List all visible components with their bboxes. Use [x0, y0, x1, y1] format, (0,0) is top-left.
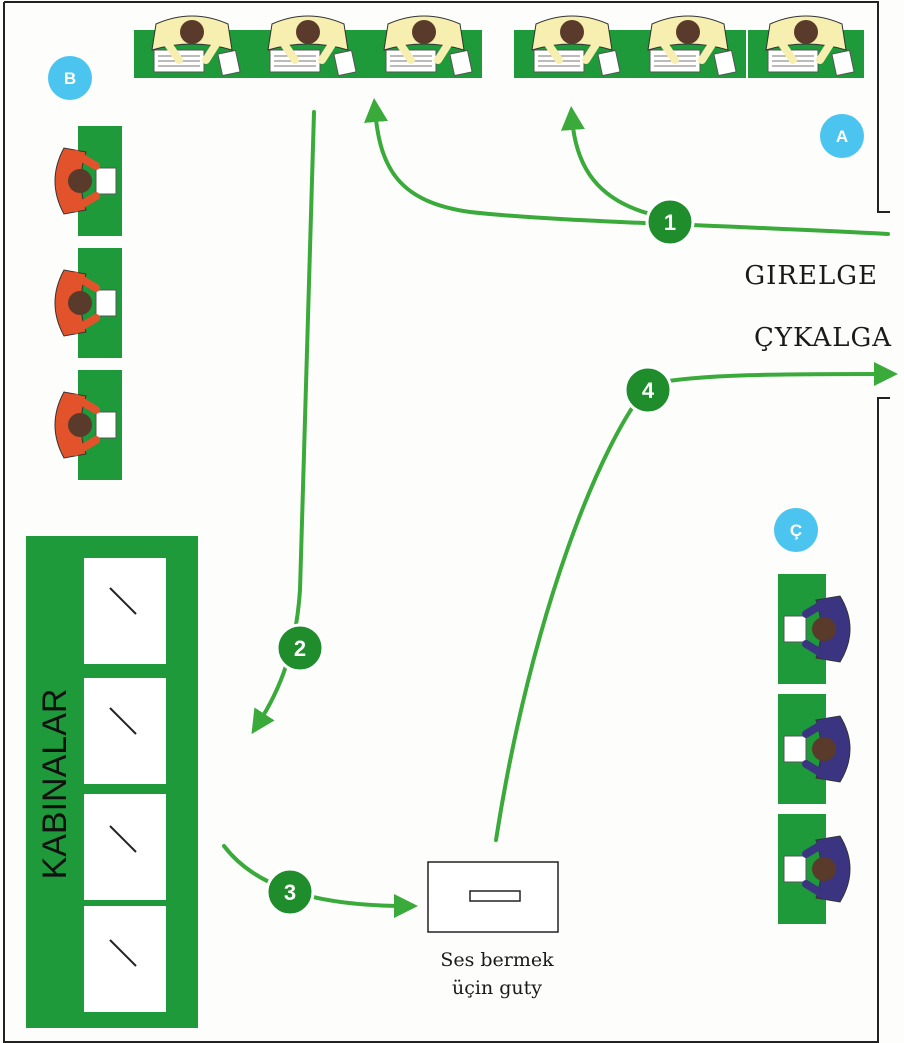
entrance-label: GIRELGE: [744, 261, 878, 291]
room-walls: [3, 1, 890, 1043]
officials-column-b: [55, 126, 122, 480]
zone-b-marker: B: [48, 56, 92, 100]
official-desk: [778, 814, 850, 924]
ballot-box: [427, 861, 559, 933]
official-desk: [630, 16, 746, 78]
arrow-entrance-main: [364, 98, 890, 236]
zone-a-marker: A: [820, 114, 864, 158]
official-desk: [514, 16, 630, 78]
official-desk: [366, 16, 482, 78]
booth: [84, 794, 166, 900]
step-4-marker: 4: [623, 365, 673, 415]
official-desk: [55, 370, 122, 480]
step-2-marker: 2: [275, 623, 325, 673]
zone-markers: A B Ç: [48, 56, 864, 552]
booths-label: KABINALAR: [36, 689, 74, 880]
officials-column-c: [778, 574, 850, 924]
officials-row-a: [134, 16, 864, 78]
official-desk: [748, 16, 864, 78]
svg-text:B: B: [64, 69, 76, 88]
voting-booths: KABINALAR: [26, 536, 198, 1028]
svg-text:3: 3: [284, 880, 296, 905]
step-markers: 1 2 3 4: [265, 197, 695, 917]
official-desk: [778, 694, 850, 804]
official-desk: [55, 126, 122, 236]
ballot-box-caption-line1: Ses bermek: [440, 949, 554, 971]
svg-text:Ç: Ç: [790, 521, 802, 540]
svg-text:1: 1: [664, 210, 676, 235]
svg-text:2: 2: [294, 636, 306, 661]
ballot-box-caption-line2: üçin guty: [452, 977, 542, 999]
step-1-marker: 1: [645, 197, 695, 247]
official-desk: [134, 16, 250, 78]
official-desk: [778, 574, 850, 684]
official-desk: [250, 16, 366, 78]
zone-c-marker: Ç: [774, 508, 818, 552]
arrow-to-ballot-box: [222, 844, 418, 918]
svg-text:4: 4: [642, 378, 655, 403]
booth: [84, 906, 166, 1012]
step-3-marker: 3: [265, 867, 315, 917]
svg-text:A: A: [836, 127, 848, 146]
official-desk: [55, 248, 122, 358]
booth: [84, 558, 166, 664]
booth: [84, 678, 166, 784]
arrow-entrance-branch: [560, 106, 652, 216]
exit-label: ÇYKALGA: [754, 323, 892, 353]
